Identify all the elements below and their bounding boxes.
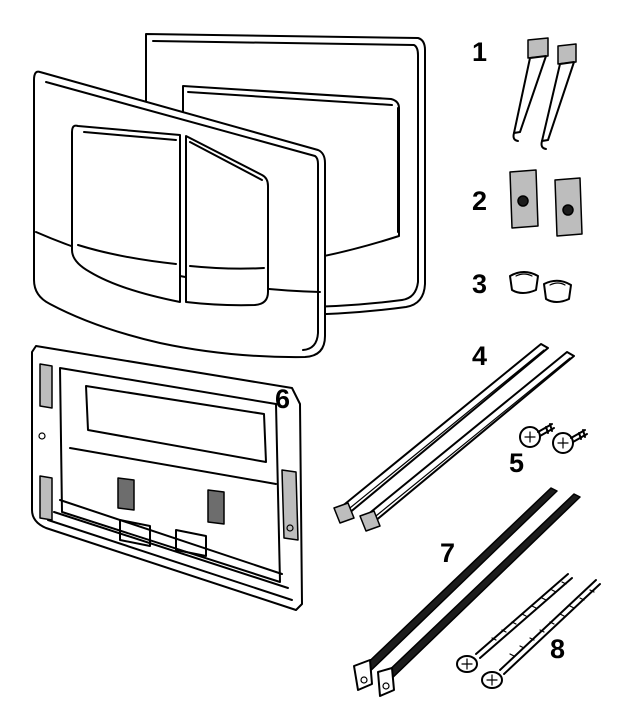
threaded-rod bbox=[353, 487, 581, 697]
part-number-6: 6 bbox=[275, 384, 290, 414]
screw bbox=[519, 423, 588, 454]
long-screw bbox=[456, 573, 601, 689]
part-number-8: 8 bbox=[550, 634, 565, 664]
part-number-5: 5 bbox=[509, 448, 524, 478]
part-number-4: 4 bbox=[472, 341, 487, 371]
part-number-1: 1 bbox=[472, 37, 487, 67]
plastic-rod bbox=[333, 343, 575, 532]
flush-plate-front bbox=[33, 70, 326, 359]
mounting-frame bbox=[31, 345, 303, 611]
mounting-clip bbox=[512, 37, 577, 150]
part-number-7: 7 bbox=[440, 538, 455, 568]
spacer-nut bbox=[509, 271, 572, 303]
part-number-3: 3 bbox=[472, 269, 487, 299]
threaded-plate bbox=[509, 169, 583, 237]
part-number-2: 2 bbox=[472, 186, 487, 216]
